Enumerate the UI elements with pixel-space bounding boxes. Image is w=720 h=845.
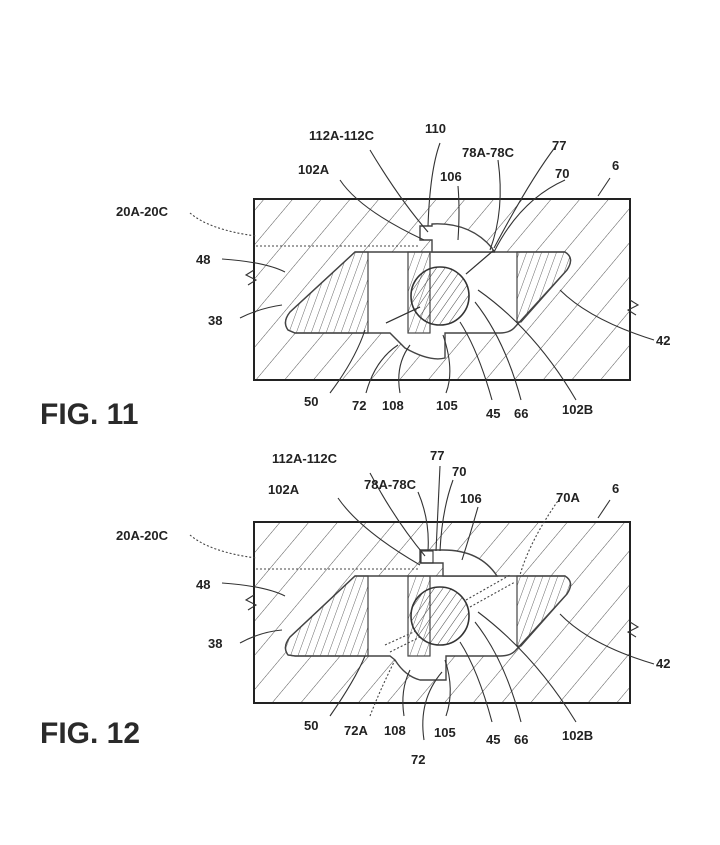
label-102b: 102B (562, 728, 593, 743)
label-20a-20c: 20A-20C (116, 204, 169, 219)
label-105: 105 (434, 725, 456, 740)
right-wedge (516, 251, 572, 323)
figure-11: 112A-112C 110 78A-78C 77 102A 106 70 6 2… (40, 121, 670, 431)
label-102a: 102A (298, 162, 330, 177)
label-72: 72 (411, 752, 425, 767)
left-wedge (284, 575, 369, 657)
figure-12: 112A-112C 77 70 78A-78C 102A 106 70A 6 2… (40, 448, 670, 767)
leader-lines (189, 142, 655, 401)
ball (410, 266, 470, 326)
figure-title: FIG. 12 (40, 717, 140, 750)
upper-chamber (419, 223, 496, 253)
label-112a-112c: 112A-112C (272, 451, 338, 466)
label-66: 66 (514, 406, 528, 421)
upper-chamber (419, 549, 499, 577)
label-66: 66 (514, 732, 528, 747)
label-72a: 72A (344, 723, 368, 738)
label-106: 106 (440, 169, 462, 184)
label-110: 110 (425, 121, 446, 136)
seal-detail (420, 550, 434, 564)
label-50: 50 (304, 394, 318, 409)
label-6: 6 (612, 158, 619, 173)
label-20a-20c: 20A-20C (116, 528, 169, 543)
label-48: 48 (196, 252, 210, 267)
label-48: 48 (196, 577, 210, 592)
label-45: 45 (486, 732, 500, 747)
label-72: 72 (352, 398, 366, 413)
label-102a: 102A (268, 482, 300, 497)
label-42: 42 (656, 333, 670, 348)
label-70a: 70A (556, 490, 580, 505)
leader-lines (189, 465, 655, 741)
label-78a-78c: 78A-78C (364, 477, 417, 492)
ball (410, 586, 470, 646)
label-77: 77 (430, 448, 444, 463)
label-45: 45 (486, 406, 500, 421)
label-78a-78c: 78A-78C (462, 145, 515, 160)
left-wedge (284, 251, 369, 334)
label-6: 6 (612, 481, 619, 496)
label-38: 38 (208, 636, 222, 651)
label-105: 105 (436, 398, 458, 413)
label-112a-112c: 112A-112C (309, 128, 375, 143)
label-38: 38 (208, 313, 222, 328)
label-42: 42 (656, 656, 670, 671)
label-70: 70 (452, 464, 466, 479)
label-108: 108 (382, 398, 404, 413)
label-106: 106 (460, 491, 482, 506)
label-50: 50 (304, 718, 318, 733)
right-wedge (516, 575, 572, 647)
figure-title: FIG. 11 (40, 398, 138, 431)
label-108: 108 (384, 723, 406, 738)
label-77: 77 (552, 138, 566, 153)
label-70: 70 (555, 166, 569, 181)
label-102b: 102B (562, 402, 593, 417)
